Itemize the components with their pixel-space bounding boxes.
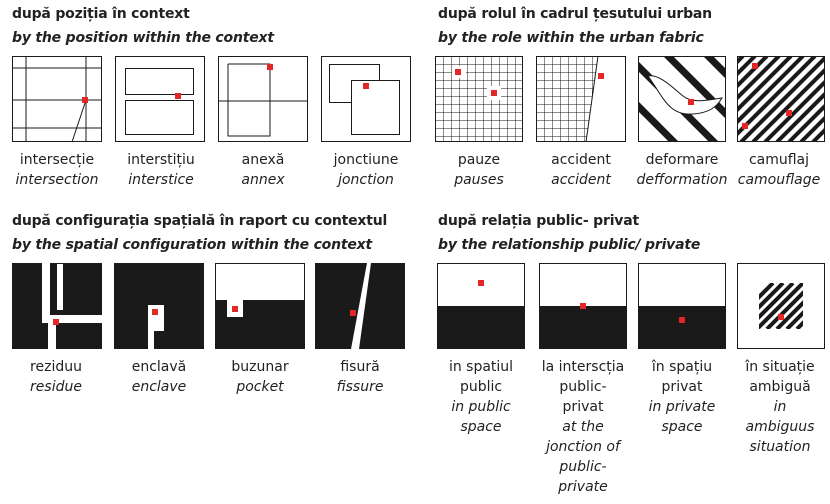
diagram-public-space — [437, 263, 525, 349]
marker — [363, 83, 369, 89]
marker — [598, 73, 604, 79]
diagram-pocket — [215, 263, 305, 349]
section-role-title: după rolul în cadrul țesutului urban — [438, 6, 712, 22]
section-spatial-title: după configurația spațială în raport cu … — [12, 213, 388, 229]
diagram-jonction-public-private — [539, 263, 627, 349]
marker — [786, 110, 792, 116]
section-position-title: după poziția în context — [12, 6, 190, 22]
caption-private-space: în spațiu privat in private space — [648, 359, 716, 435]
diagram-private-space — [638, 263, 726, 349]
diagram-jonction — [321, 56, 411, 142]
marker — [350, 310, 356, 316]
marker — [688, 99, 694, 105]
marker — [267, 64, 273, 70]
caption-ambiguous-situation: în situație ambiguă in ambiguus situatio… — [745, 359, 815, 455]
marker — [491, 90, 497, 96]
diagram-fissure — [315, 263, 405, 349]
marker — [455, 69, 461, 75]
diagram-intersection — [12, 56, 102, 142]
diagram-camouflage — [737, 56, 825, 142]
marker — [175, 93, 181, 99]
marker — [752, 63, 758, 69]
diagram-pauses — [435, 56, 523, 142]
diagram-interstice — [115, 56, 205, 142]
marker — [580, 303, 586, 309]
marker — [232, 306, 238, 312]
section-role-subtitle: by the role within the urban fabric — [438, 30, 704, 46]
diagram-enclave — [114, 263, 204, 349]
marker — [778, 314, 784, 320]
caption-public-space: in spatiul public in public space — [448, 359, 514, 435]
marker — [742, 123, 748, 129]
marker — [53, 319, 59, 325]
diagram-residue — [12, 263, 102, 349]
diagram-defformation — [638, 56, 726, 142]
marker — [478, 280, 484, 286]
section-public-subtitle: by the relationship public/ private — [438, 237, 701, 253]
caption-jonction-public-private: la interscția public- privat at the jonc… — [541, 359, 625, 495]
diagram-ambiguous-situation — [737, 263, 825, 349]
marker — [152, 309, 158, 315]
marker — [82, 97, 88, 103]
section-position-subtitle: by the position within the context — [12, 30, 274, 46]
diagram-accident — [536, 56, 626, 142]
section-public-title: după relația public- privat — [438, 213, 639, 229]
marker — [679, 317, 685, 323]
section-spatial-subtitle: by the spatial configuration within the … — [12, 237, 372, 253]
diagram-annex — [218, 56, 308, 142]
